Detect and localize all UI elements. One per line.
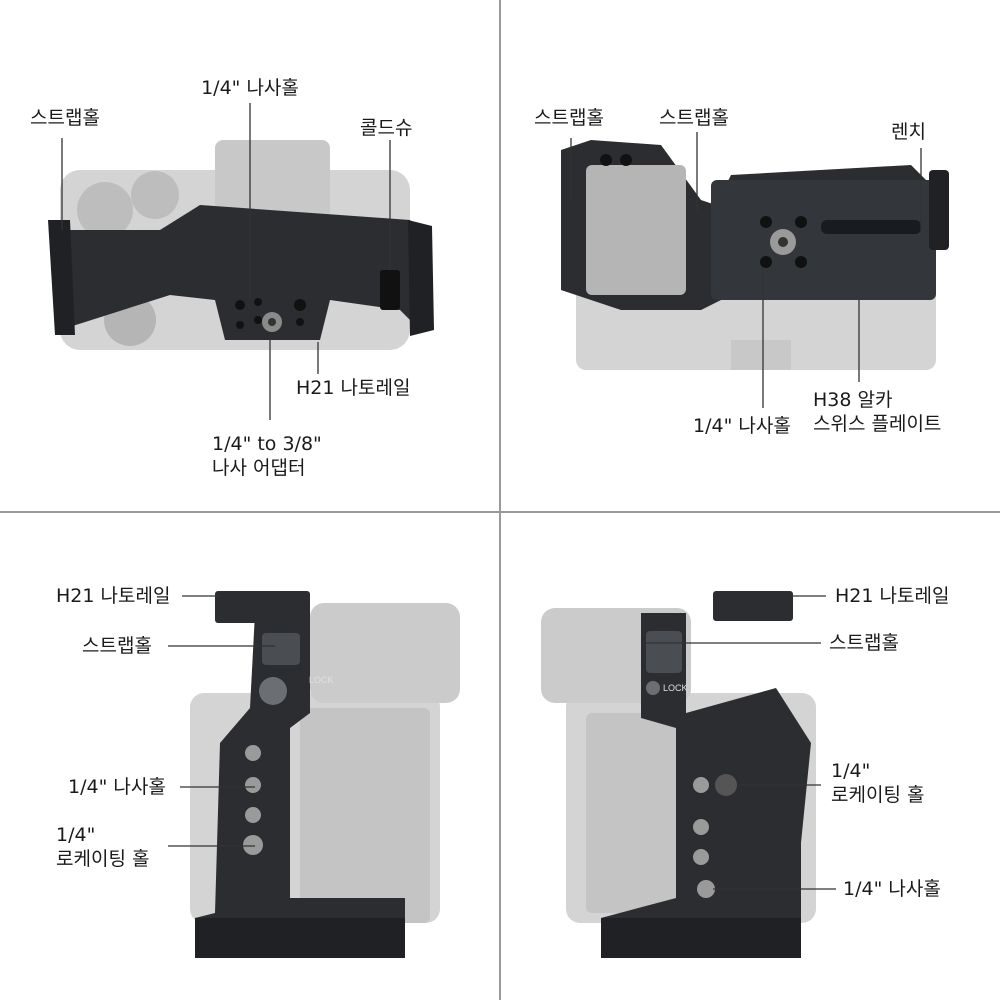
label-thread-hole: 1/4" 나사홀 — [843, 878, 941, 900]
label-locating-line2: 로케이팅 홀 — [831, 784, 925, 806]
battery-door — [586, 165, 686, 295]
label-nato-rail: H21 나토레일 — [296, 377, 411, 399]
cage-left-wing — [48, 220, 75, 335]
panel-right-side-view: LOCK H21 나토레일 스트랩홀 1/4" 로케이팅 홀 1/4" 나사홀 — [501, 513, 1000, 1000]
vertical-divider — [499, 0, 501, 1000]
label-wrench: 렌치 — [891, 121, 926, 143]
wrench — [929, 170, 949, 250]
label-locating-line1: 1/4" — [831, 760, 871, 782]
dial-left — [77, 182, 133, 238]
lock-screw — [646, 681, 660, 695]
label-locating-line2: 로케이팅 홀 — [56, 848, 150, 870]
arca-plate — [711, 180, 936, 300]
cage-side-frame — [195, 613, 405, 953]
label-strap-hole: 스트랩홀 — [829, 632, 899, 654]
label-locating-line1: 1/4" — [56, 824, 96, 846]
label-strap-hole: 스트랩홀 — [82, 635, 152, 657]
cold-shoe-slot — [380, 270, 400, 310]
lock-knob — [259, 677, 287, 705]
strap-loop — [646, 631, 682, 673]
panel-bottom-view: 스트랩홀 스트랩홀 렌치 H38 알카 스위스 플레이트 1/4" 나사홀 — [501, 0, 1000, 511]
label-arca-line2: 스위스 플레이트 — [813, 413, 942, 435]
dial-right — [131, 171, 179, 219]
viewfinder — [215, 140, 330, 220]
label-thread-hole: 1/4" 나사홀 — [201, 77, 299, 99]
cage-right-wing — [408, 220, 434, 336]
cage-top-frame — [55, 205, 425, 340]
right-side-illustration — [541, 591, 836, 958]
side-door — [586, 713, 686, 913]
viewfinder — [310, 603, 460, 703]
label-adapter-line1: 1/4" to 3/8" — [212, 433, 322, 455]
label-strap-hole-center: 스트랩홀 — [659, 107, 729, 129]
label-cold-shoe: 콜드슈 — [360, 117, 413, 139]
strap-loop — [262, 633, 300, 665]
bottom-plate — [601, 918, 801, 958]
label-nato-rail: H21 나토레일 — [835, 585, 950, 607]
left-side-illustration — [168, 591, 460, 958]
label-strap-hole-left: 스트랩홀 — [534, 107, 604, 129]
label-arca-line1: H38 알카 — [813, 389, 893, 411]
panel-top-view: 1/4" 나사홀 스트랩홀 콜드슈 H21 나토레일 1/4" to 3/8" … — [0, 0, 499, 511]
horizontal-divider — [0, 511, 1000, 513]
nato-rail-top — [713, 591, 793, 621]
lock-marking: LOCK — [663, 683, 688, 693]
label-nato-rail: H21 나토레일 — [56, 585, 171, 607]
lock-marking: LOCK — [309, 675, 334, 685]
bottom-view-illustration — [561, 132, 949, 408]
camera-grip-bottom — [731, 340, 791, 370]
label-thread-hole: 1/4" 나사홀 — [68, 776, 166, 798]
panel-left-side-view: LOCK H21 나토레일 스트랩홀 1/4" 나사홀 1/4" 로케이팅 홀 — [0, 513, 499, 1000]
label-thread-hole: 1/4" 나사홀 — [693, 415, 791, 437]
plate-slot — [821, 220, 921, 234]
label-strap-hole: 스트랩홀 — [30, 107, 100, 129]
top-view-illustration — [48, 103, 434, 420]
bottom-plate — [195, 918, 405, 958]
lcd-screen — [300, 708, 430, 923]
label-adapter-line2: 나사 어댑터 — [212, 457, 306, 479]
